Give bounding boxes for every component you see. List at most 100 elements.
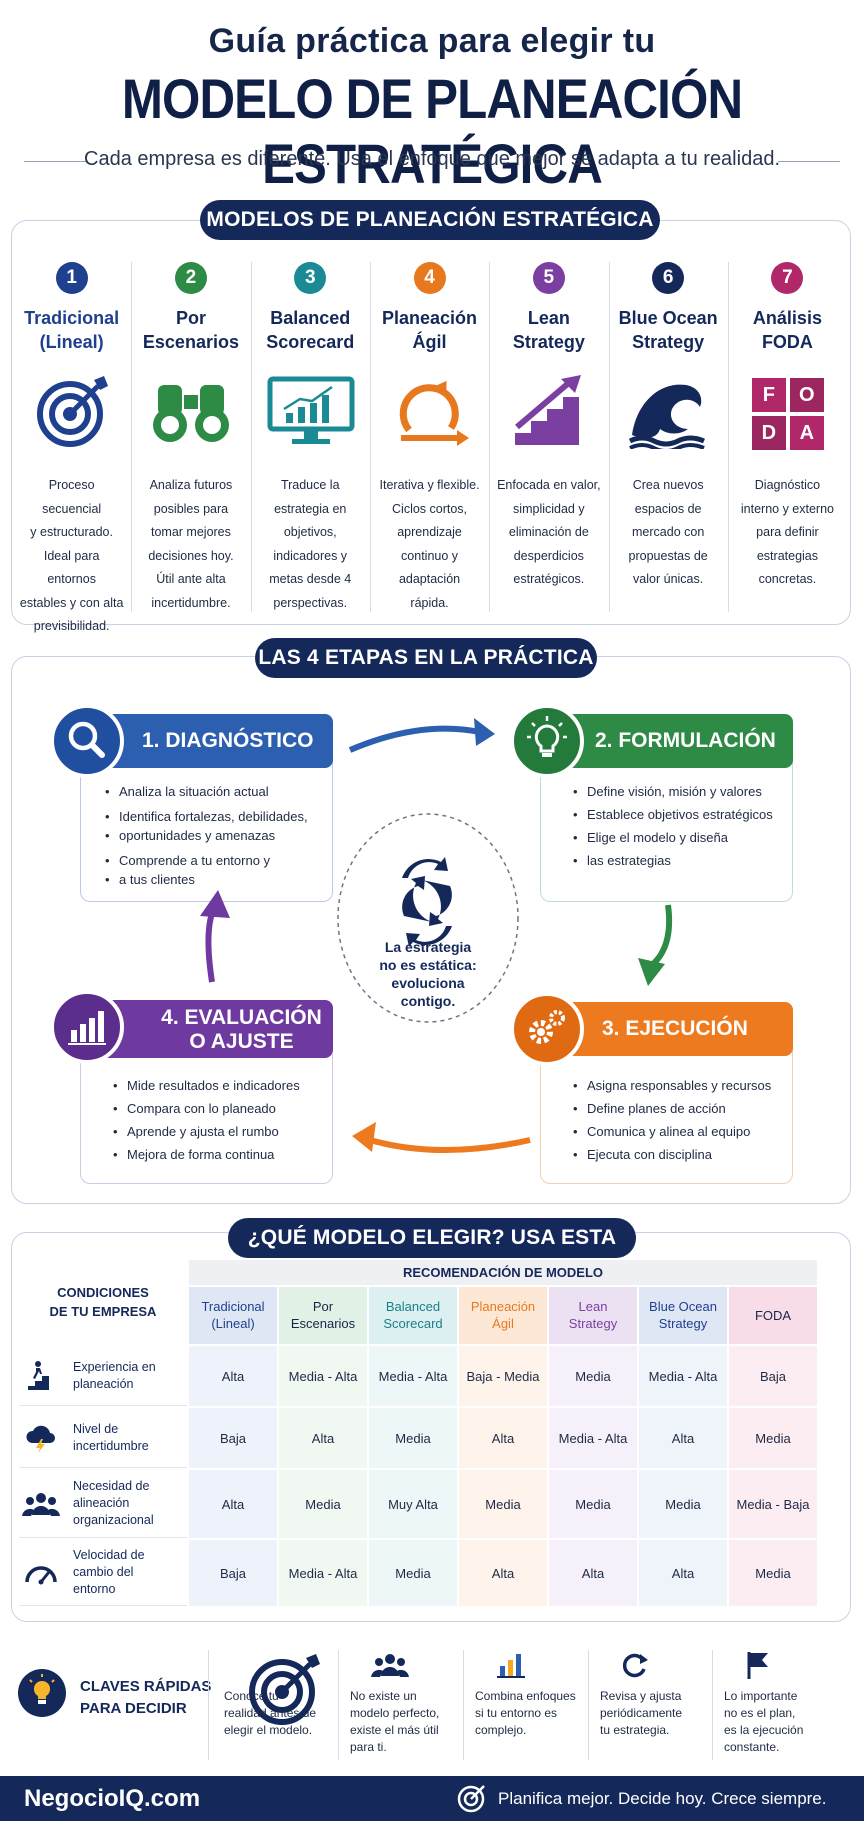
matrix-cell: Media	[279, 1470, 367, 1538]
model-description: Iterativa y flexible.Ciclos cortos,apren…	[379, 478, 480, 610]
matrix-cell: Baja - Media	[459, 1346, 547, 1406]
header: Guía práctica para elegir tu MODELO DE P…	[0, 0, 864, 205]
model-1: 1 Tradicional (Lineal) Proceso secuencia…	[12, 262, 131, 633]
divider-right	[778, 161, 840, 162]
storm-cloud-icon	[19, 1423, 63, 1453]
matrix-cell: Alta	[459, 1540, 547, 1606]
slogan: Planifica mejor. Decide hoy. Crece siemp…	[498, 1789, 827, 1808]
center-note: La estrategia no es estática: evoluciona…	[379, 939, 477, 1009]
model-number: 5	[532, 262, 565, 294]
bar-chart-icon	[475, 1650, 593, 1684]
matrix-cell: Baja	[189, 1540, 277, 1606]
matrix-col-header: FODA	[729, 1286, 817, 1344]
matrix-cell: Media	[639, 1470, 727, 1538]
brand: NegocioIQ.com	[24, 1785, 201, 1812]
matrix-cell: Alta	[189, 1470, 277, 1538]
model-name: Análisis FODA	[752, 308, 822, 352]
model-name: Balanced Scorecard	[266, 308, 355, 352]
models-title: MODELOS DE PLANEACIÓN ESTRATÉGICA	[200, 200, 660, 240]
model-name: Blue Ocean Strategy	[618, 308, 718, 352]
matrix-cell: Media - Alta	[639, 1346, 727, 1406]
matrix-cell: Alta	[639, 1408, 727, 1468]
stages-title: LAS 4 ETAPAS EN LA PRÁCTICA	[255, 638, 597, 678]
model-number: 2	[174, 262, 207, 294]
matrix-cell: Alta	[279, 1408, 367, 1468]
divider-left	[24, 161, 86, 162]
matrix-cell: Media	[549, 1470, 637, 1538]
matrix-cell: Media	[729, 1540, 817, 1606]
stage-1-bullets: Analiza la situación actual Identifica f…	[103, 780, 332, 891]
refresh-icon	[600, 1650, 718, 1684]
matrix-col-header: Tradicional(Lineal)	[189, 1286, 277, 1344]
matrix-cell: Alta	[189, 1346, 277, 1406]
cycle-arrows	[200, 718, 673, 1153]
model-number: 1	[55, 262, 88, 294]
bar-chart-icon	[50, 990, 124, 1064]
stairs-arrow-icon	[509, 374, 589, 454]
matrix-cell: Baja	[189, 1408, 277, 1468]
title-line-1: Guía práctica para elegir tu	[208, 22, 656, 60]
matrix-cell: Media - Alta	[369, 1346, 457, 1406]
team-icon	[19, 1489, 63, 1519]
model-number: 3	[294, 262, 327, 294]
magnifier-icon	[50, 704, 124, 778]
matrix-cell: Media - Baja	[729, 1470, 817, 1538]
target-icon	[457, 1785, 485, 1813]
matrix-cell: Alta	[459, 1408, 547, 1468]
lightbulb-icon	[18, 1669, 66, 1717]
stairs-person-icon	[19, 1360, 63, 1392]
title-line-2: MODELO DE PLANEACIÓN ESTRATÉGICA	[121, 67, 743, 195]
tips-title: CLAVES RÁPIDAS PARA DECIDIR	[80, 1678, 212, 1717]
model-name: Tradicional (Lineal)	[24, 308, 120, 352]
gears-icon	[510, 992, 584, 1066]
matrix-cell: Media	[729, 1408, 817, 1468]
speedometer-icon	[19, 1560, 63, 1586]
matrix-cell: Alta	[549, 1540, 637, 1606]
cycle-arrows-icon	[387, 372, 473, 457]
matrix-cell: Muy Alta	[369, 1470, 457, 1538]
model-number: 4	[413, 262, 446, 294]
matrix-cell: Media	[459, 1470, 547, 1538]
monitor-chart-icon	[266, 375, 356, 454]
stage-4-title: 4. EVALUACIÓN O AJUSTE	[80, 1000, 333, 1058]
matrix-cell: Media - Alta	[279, 1540, 367, 1606]
model-number: 7	[771, 262, 804, 294]
wave-icon	[628, 375, 710, 454]
matrix-cell: Media - Alta	[279, 1346, 367, 1406]
footer: NegocioIQ.com Planifica mejor. Decide ho…	[0, 1776, 864, 1821]
matrix-cell: Baja	[729, 1346, 817, 1406]
target-icon	[32, 372, 112, 457]
matrix-cell: Media	[369, 1540, 457, 1606]
subtitle: Cada empresa es diferente. Usa el enfoqu…	[84, 148, 780, 170]
matrix-cell: Alta	[639, 1540, 727, 1606]
team-icon	[350, 1650, 468, 1684]
matrix-cell: Media	[549, 1346, 637, 1406]
matrix-title: ¿QUÉ MODELO ELEGIR? USA ESTA MATRIZ	[228, 1218, 636, 1289]
